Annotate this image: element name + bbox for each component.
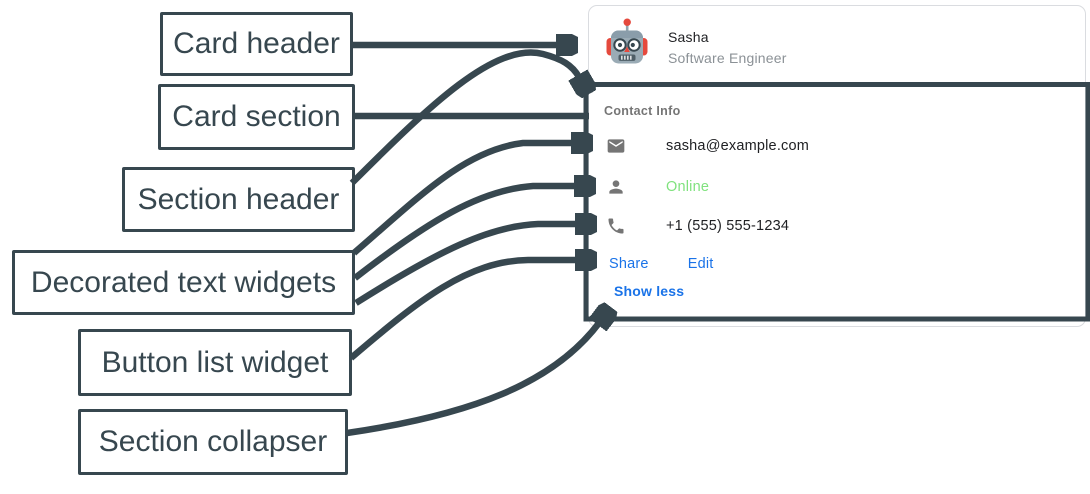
button-list: Share Edit	[609, 254, 714, 274]
arrow-email-row	[351, 143, 573, 256]
arrow-section-collapser	[346, 323, 599, 437]
decorated-text-email: sasha@example.com	[606, 134, 1046, 158]
avatar	[606, 17, 648, 65]
arrow-phone-row	[354, 224, 577, 306]
section-header: Contact Info	[604, 104, 681, 118]
share-button[interactable]: Share	[609, 256, 649, 272]
decorated-text-phone: +1 (555) 555-1234	[606, 214, 1046, 238]
show-less-collapser[interactable]: Show less	[614, 283, 685, 299]
chat-card: Sasha Software Engineer Contact Info sas…	[588, 5, 1086, 327]
status-text: Online	[666, 179, 710, 195]
robot-avatar-icon	[606, 18, 648, 64]
callout-card-header: Card header	[160, 12, 353, 76]
card-subtitle: Software Engineer	[668, 50, 787, 66]
callout-section-collapser: Section collapser	[78, 409, 348, 475]
email-icon	[607, 139, 625, 153]
edit-button[interactable]: Edit	[687, 256, 714, 272]
decorated-text-status: Online	[606, 175, 1046, 199]
phone-icon	[608, 218, 624, 234]
phone-text: +1 (555) 555-1234	[666, 218, 790, 234]
arrow-section-header	[349, 49, 579, 186]
arrow-status-row	[353, 186, 576, 281]
callout-section-header: Section header	[122, 167, 355, 232]
email-text: sasha@example.com	[666, 138, 810, 154]
callout-button-list-widget: Button list widget	[78, 329, 352, 396]
arrow-button-list	[348, 260, 577, 361]
person-icon	[609, 180, 623, 194]
callout-decorated-text-widgets: Decorated text widgets	[12, 250, 355, 315]
callout-card-section: Card section	[158, 84, 355, 150]
card-title: Sasha	[668, 29, 709, 45]
